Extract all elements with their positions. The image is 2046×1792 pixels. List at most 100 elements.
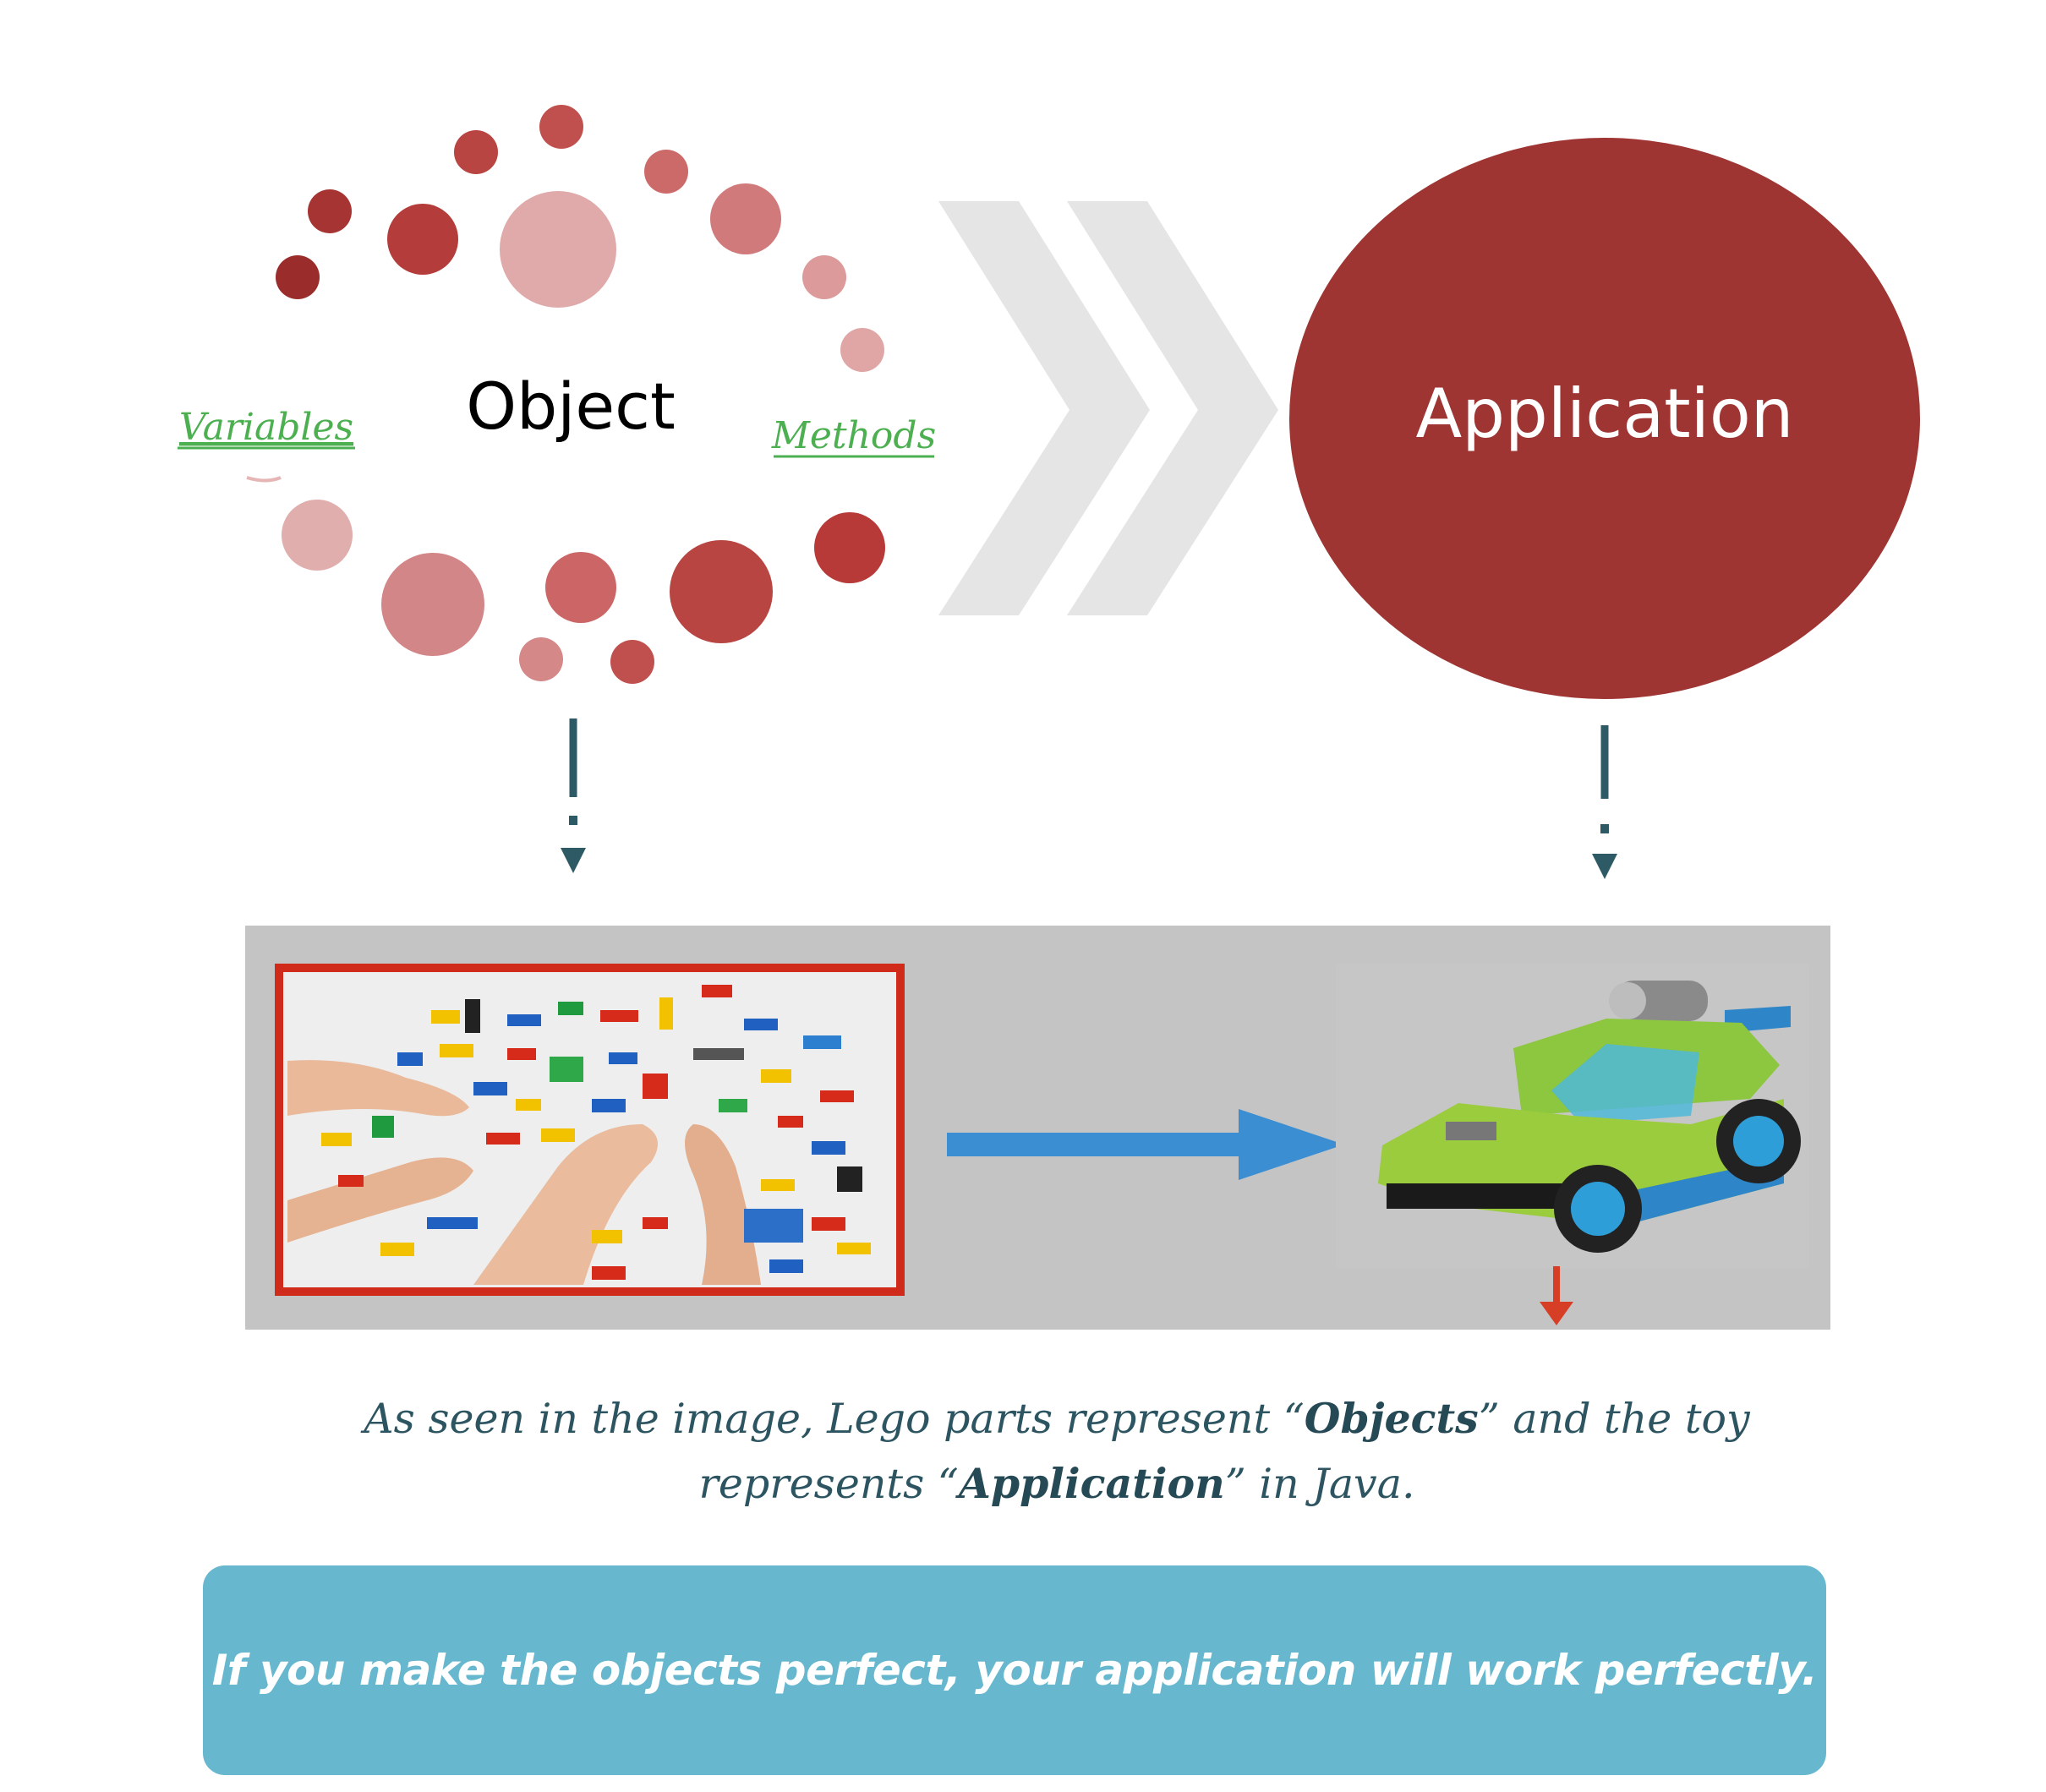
lego-brick — [592, 1230, 622, 1243]
lego-brick — [812, 1141, 845, 1155]
lego-brick — [516, 1099, 541, 1111]
arrow-head — [1540, 1302, 1573, 1325]
lego-brick — [820, 1090, 854, 1102]
double-chevron-icon — [938, 201, 1278, 615]
caption-bold-application: Application — [958, 1459, 1225, 1508]
lego-brick — [702, 985, 732, 997]
lego-brick — [643, 1074, 668, 1099]
arrow-shaft — [947, 1133, 1243, 1156]
application-down-arrow — [1592, 725, 1617, 879]
dot — [840, 328, 884, 372]
lego-brick — [609, 1052, 637, 1064]
lego-brick — [550, 1057, 583, 1082]
lego-brick — [719, 1099, 747, 1112]
methods-link[interactable]: Methods — [771, 414, 936, 457]
caption-line-1: As seen in the image, Lego parts represe… — [296, 1386, 1818, 1451]
chevron-left-shape — [938, 201, 1150, 615]
lego-brick — [761, 1069, 791, 1083]
lego-brick — [440, 1044, 473, 1057]
lego-brick — [380, 1243, 414, 1256]
lego-brick — [643, 1217, 668, 1229]
car-hood-vent — [1446, 1122, 1496, 1140]
dot — [545, 552, 616, 623]
lego-brick — [803, 1035, 841, 1049]
caption-line-2: represents “Application” in Java. — [296, 1451, 1818, 1516]
arrow-head — [1239, 1109, 1344, 1180]
variables-link[interactable]: Variables — [179, 406, 353, 449]
callout-box: If you make the objects perfect, your ap… — [203, 1565, 1826, 1775]
lego-car-photo — [1336, 964, 1809, 1268]
caption-text: ” and the toy — [1478, 1395, 1750, 1443]
car-windshield — [1551, 1044, 1699, 1124]
lego-brick — [592, 1266, 626, 1280]
lego-brick — [600, 1010, 638, 1022]
dot — [500, 191, 616, 308]
lego-brick — [693, 1048, 744, 1060]
dot — [710, 183, 781, 254]
arrow-head — [1592, 854, 1617, 879]
blue-right-arrow-icon — [947, 1109, 1344, 1180]
callout-text: If you make the objects perfect, your ap… — [211, 1646, 1818, 1695]
dot — [814, 512, 885, 583]
hand-shape — [287, 1157, 473, 1243]
car-engine-fan — [1609, 982, 1646, 1019]
lego-brick — [431, 1010, 460, 1024]
lego-brick — [486, 1133, 520, 1145]
hand-shape — [287, 1060, 469, 1117]
object-label: Object — [466, 369, 676, 444]
dot — [276, 255, 320, 299]
lego-brick — [761, 1179, 795, 1191]
lego-brick — [473, 1082, 507, 1095]
arrow-head — [561, 848, 586, 873]
dot — [610, 640, 654, 684]
dot — [387, 204, 458, 275]
lego-brick — [372, 1116, 394, 1138]
lego-pieces-photo — [275, 964, 905, 1296]
chevron-right-shape — [1067, 201, 1278, 615]
lego-brick — [321, 1133, 352, 1146]
lego-brick — [812, 1217, 845, 1231]
red-down-arrow-icon — [1540, 1266, 1573, 1325]
application-circle — [1289, 138, 1920, 699]
lego-brick — [427, 1217, 478, 1229]
dot — [539, 105, 583, 149]
car-wheel-front-rim — [1571, 1182, 1625, 1236]
lego-brick — [541, 1128, 575, 1142]
dot — [282, 500, 353, 571]
lego-brick — [338, 1175, 364, 1187]
dot — [644, 150, 688, 194]
caption-text: represents “ — [698, 1460, 959, 1508]
lego-brick — [778, 1116, 803, 1128]
dot — [519, 637, 563, 681]
lego-brick — [397, 1052, 423, 1066]
lego-brick — [465, 999, 480, 1033]
lego-brick — [837, 1166, 862, 1192]
object-circle-cluster — [246, 105, 885, 684]
caption-text: As seen in the image, Lego parts represe… — [364, 1395, 1305, 1443]
lego-brick — [659, 997, 673, 1030]
lego-brick — [837, 1243, 871, 1254]
dot — [308, 189, 352, 233]
dot — [670, 540, 773, 643]
caption-bold-objects: Objects — [1304, 1394, 1479, 1443]
dot-partial — [246, 476, 282, 483]
arrow-dot — [569, 816, 577, 825]
lego-brick — [592, 1099, 626, 1112]
lego-brick — [744, 1019, 778, 1030]
car-wheel-rear-rim — [1733, 1116, 1784, 1166]
object-application-diagram: Object Variables Methods Application — [178, 105, 1920, 1330]
hand-shape — [473, 1124, 658, 1285]
lego-brick — [769, 1259, 803, 1273]
lego-brick — [507, 1014, 541, 1026]
arrow-dot — [1600, 824, 1609, 833]
caption: As seen in the image, Lego parts represe… — [296, 1386, 1818, 1516]
dot — [802, 255, 846, 299]
arrow-shaft — [1553, 1266, 1560, 1307]
caption-text: ” in Java. — [1224, 1460, 1415, 1508]
lego-brick — [558, 1002, 583, 1015]
object-down-arrow — [561, 718, 586, 873]
dot — [454, 130, 498, 174]
application-label: Application — [1416, 374, 1794, 453]
dot — [381, 553, 484, 656]
lego-brick — [744, 1209, 803, 1243]
